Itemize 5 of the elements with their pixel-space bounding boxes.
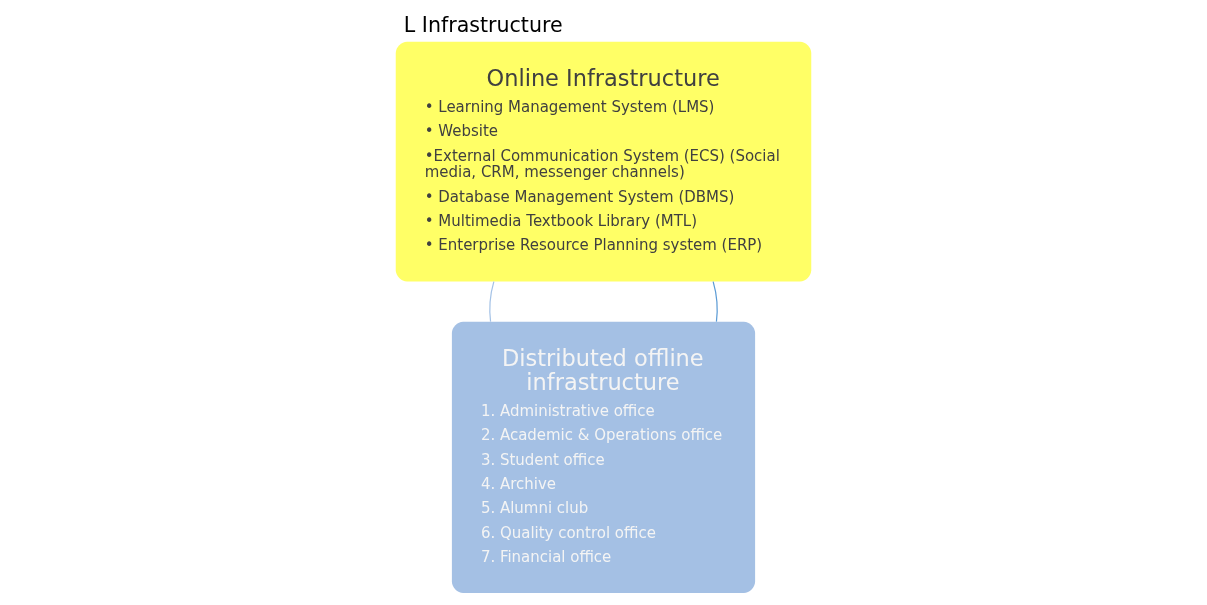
- node-box: Distributed offline infrastructure 1. Administrative office 2. Academic & Operations office 3. Student office 4. Archive 5. Alumni club 6. Quality control office 7. Financial office: [451, 321, 756, 594]
- connector: [489, 281, 495, 323]
- diagram-title: L Infrastructure: [403, 13, 563, 38]
- node-box: Online Infrastructure • Learning Management System (LMS) • Website •External Communication System (ECS) (Social media, CRM, messenger channels) • Database Management System (DBMS) • Multimedia Textbook Library (MTL) • Enterprise Resource Planning system (ERP): [395, 41, 812, 282]
- connector: [712, 281, 718, 323]
